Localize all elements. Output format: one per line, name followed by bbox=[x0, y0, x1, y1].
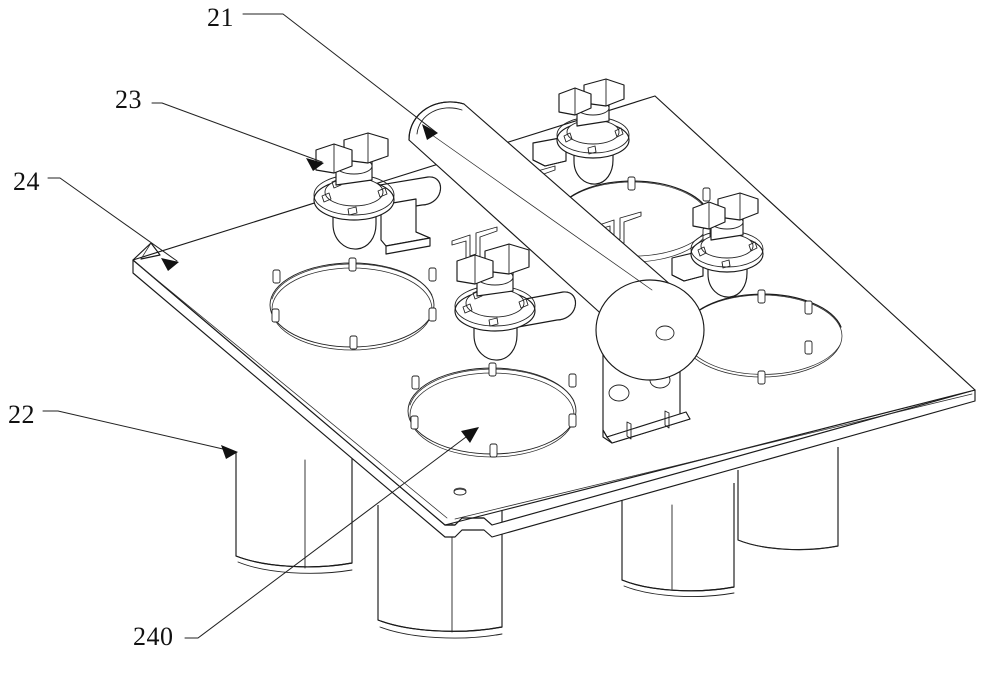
manifold-end-cap bbox=[595, 279, 705, 381]
leader-21 bbox=[242, 13, 438, 140]
pulse-jet-valve bbox=[532, 78, 630, 185]
opening-stud-set bbox=[410, 362, 577, 458]
plate-circular-opening bbox=[269, 257, 437, 351]
ref-label-24: 24 bbox=[13, 167, 40, 196]
plate-vent-hole bbox=[453, 487, 467, 496]
filter-cylinder bbox=[235, 447, 353, 574]
leader-22 bbox=[42, 410, 238, 459]
air-manifold-tube bbox=[408, 101, 705, 381]
ref-label-240: 240 bbox=[133, 622, 174, 651]
leader-24 bbox=[47, 177, 179, 271]
pulse-jet-valve bbox=[671, 192, 764, 298]
leader-lines bbox=[42, 13, 479, 639]
leader-240 bbox=[184, 427, 479, 639]
leader-23 bbox=[151, 102, 324, 171]
opening-stud-set bbox=[271, 257, 437, 350]
ref-label-21: 21 bbox=[207, 3, 234, 32]
ref-label-23: 23 bbox=[115, 85, 142, 114]
plate-circular-opening bbox=[407, 362, 577, 458]
ref-label-22: 22 bbox=[8, 400, 35, 429]
filter-cylinder bbox=[377, 500, 503, 639]
pulse-jet-valve bbox=[454, 243, 577, 361]
filter-cylinder bbox=[737, 447, 839, 551]
pulse-jet-valve bbox=[313, 132, 442, 255]
filter-cylinder bbox=[621, 483, 735, 597]
filter-cylinder-group bbox=[235, 447, 839, 639]
